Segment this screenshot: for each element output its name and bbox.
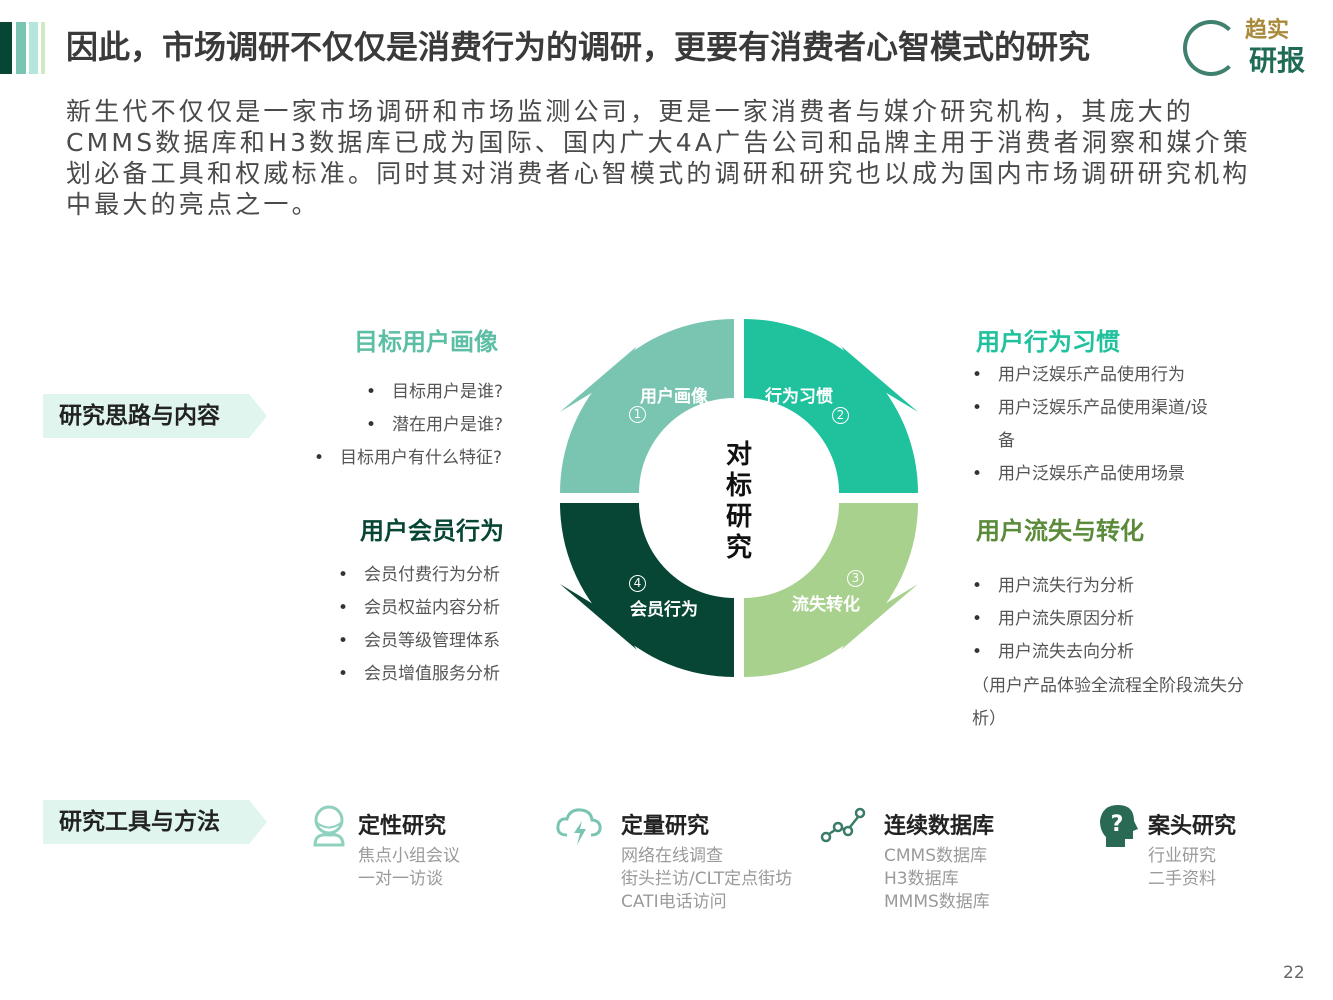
donut-arrow (841, 583, 919, 650)
donut-arrow (841, 346, 919, 413)
segment-number: 1 (629, 406, 646, 423)
segment-number: 3 (847, 570, 864, 587)
list-item: 用户泛娱乐产品使用渠道/设备 (972, 392, 1212, 458)
churn-title: 用户流失与转化 (976, 517, 1144, 545)
title-bar-accent (16, 22, 26, 74)
member-title: 用户会员行为 (360, 517, 504, 545)
list-item: 目标用户有什么特征? (314, 442, 502, 475)
cloud-lightning-icon (556, 808, 602, 845)
title-bar-accent (0, 22, 12, 74)
segment-label: 流失转化 (792, 595, 860, 615)
tool-desk: ? 案头研究 行业研究二手资料 (1100, 805, 1236, 889)
list-item: 目标用户是谁? (366, 376, 554, 409)
line-nodes-icon (820, 807, 866, 843)
user-icon (313, 805, 345, 847)
tool-qualitative: 定性研究 焦点小组会议一对一访谈 (310, 805, 460, 889)
donut-segment (744, 319, 918, 493)
donut-segment (560, 319, 734, 493)
list-item: 会员等级管理体系 (338, 625, 500, 658)
list-item: 用户流失原因分析 (972, 603, 1134, 636)
portrait-title: 目标用户画像 (354, 328, 498, 356)
segment-number: 4 (629, 575, 646, 592)
list-item: 潜在用户是谁? (366, 409, 554, 442)
logo: 趋实 研报 (1183, 20, 1318, 78)
member-list: 会员付费行为分析 会员权益内容分析 会员等级管理体系 会员增值服务分析 (338, 559, 500, 691)
list-item: 用户流失行为分析 (972, 570, 1134, 603)
churn-list: 用户流失行为分析 用户流失原因分析 用户流失去向分析 (972, 570, 1134, 669)
title-bar-accent (41, 22, 45, 74)
logo-ring-icon (1183, 20, 1239, 76)
segment-label: 会员行为 (630, 600, 698, 620)
segment-label: 行为习惯 (765, 387, 833, 407)
list-item: 用户泛娱乐产品使用场景 (972, 458, 1222, 491)
donut-arrow (559, 583, 637, 650)
list-item: 会员权益内容分析 (338, 592, 500, 625)
list-item: 用户流失去向分析 (972, 636, 1134, 669)
donut-segment (560, 503, 734, 677)
intro-paragraph: 新生代不仅仅是一家市场调研和市场监测公司，更是一家消费者与媒介研究机构，其庞大的… (66, 97, 1251, 219)
tag-research: 研究思路与内容 (43, 394, 267, 438)
habit-list: 用户泛娱乐产品使用行为 用户泛娱乐产品使用渠道/设备 用户泛娱乐产品使用场景 (972, 359, 1222, 491)
list-item: 用户泛娱乐产品使用行为 (972, 359, 1222, 392)
svg-text:?: ? (1111, 812, 1124, 837)
head-question-icon: ? (1100, 805, 1138, 847)
churn-note: （用户产品体验全流程全阶段流失分析） (972, 676, 1244, 729)
list-item: 会员付费行为分析 (338, 559, 500, 592)
portrait-list: 目标用户是谁? 潜在用户是谁? 目标用户有什么特征? (314, 376, 528, 475)
title-bar-accent (29, 22, 38, 74)
segment-number: 2 (832, 407, 849, 424)
page-number: 22 (1283, 963, 1305, 983)
tag-tools: 研究工具与方法 (43, 800, 267, 844)
segment-label: 用户画像 (640, 387, 708, 407)
donut-diagram (559, 319, 919, 677)
habit-title: 用户行为习惯 (976, 328, 1120, 356)
donut-segment (744, 503, 918, 677)
page-title: 因此，市场调研不仅仅是消费行为的调研，更要有消费者心智模式的研究 (66, 28, 1091, 66)
center-label: 对标研究 (725, 440, 752, 563)
donut-arrow (559, 346, 637, 413)
list-item: 会员增值服务分析 (338, 658, 500, 691)
